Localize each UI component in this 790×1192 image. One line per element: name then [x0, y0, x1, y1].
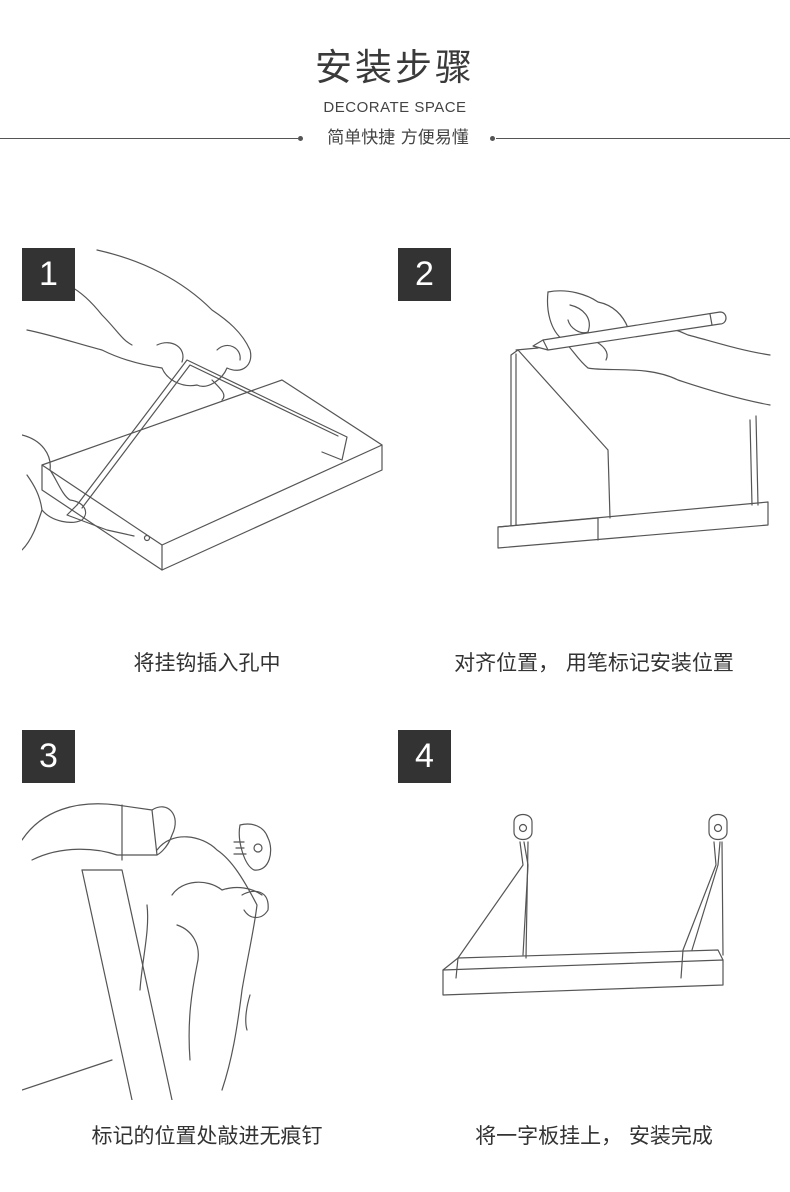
- step-3-illustration: [22, 730, 392, 1100]
- step-2-illustration: [398, 240, 790, 580]
- step-1-badge: 1: [22, 248, 75, 301]
- step-4-caption: 将一字板挂上， 安装完成: [398, 1123, 790, 1149]
- divider-dot-right: [490, 136, 495, 141]
- divider-right: [496, 138, 790, 139]
- step-3-badge: 3: [22, 730, 75, 783]
- step-2-badge: 2: [398, 248, 451, 301]
- page-title: 安装步骤: [0, 45, 790, 91]
- step-1-caption: 将挂钩插入孔中: [22, 650, 392, 676]
- divider-left: [0, 138, 298, 139]
- step-1-illustration: [22, 240, 392, 580]
- step-2-caption: 对齐位置， 用笔标记安装位置: [398, 650, 790, 676]
- page-subtitle: DECORATE SPACE: [0, 99, 790, 116]
- step-4-illustration: [398, 730, 790, 1100]
- step-4-badge: 4: [398, 730, 451, 783]
- tagline: 简单快捷 方便易懂: [306, 128, 490, 148]
- divider-dot-left: [298, 136, 303, 141]
- step-3-caption: 标记的位置处敲进无痕钉: [22, 1123, 392, 1149]
